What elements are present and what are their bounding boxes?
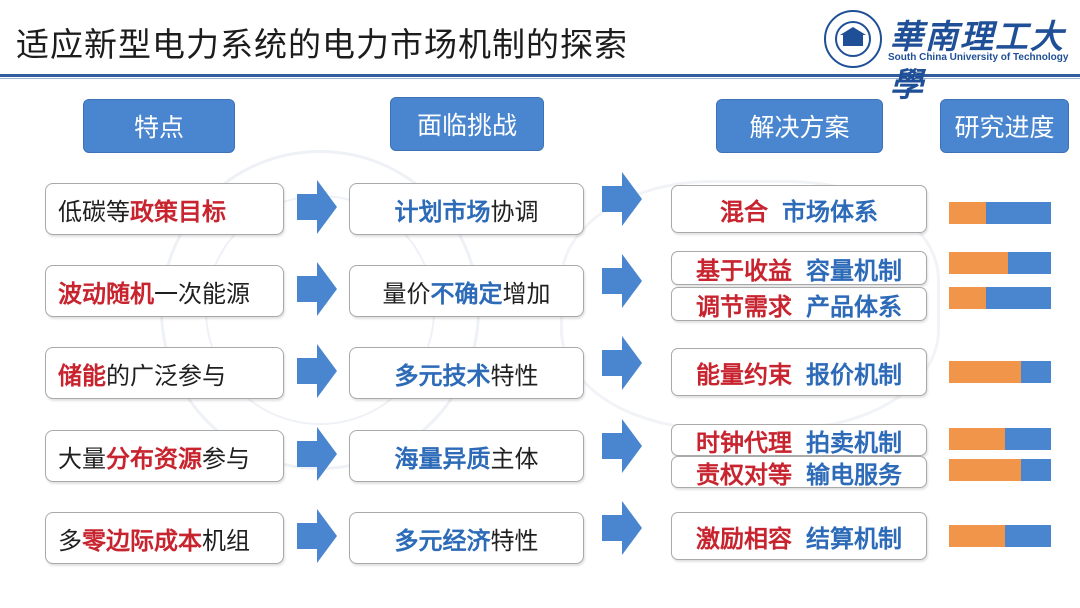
right-arrow-icon <box>602 336 642 390</box>
challenge-box: 海量异质主体 <box>349 430 584 482</box>
challenge-box: 计划市场协调 <box>349 183 584 235</box>
right-arrow-icon <box>602 419 642 473</box>
challenge-highlight: 海量异质 <box>394 444 491 473</box>
right-arrow-icon <box>297 180 337 234</box>
challenge-text: 主体 <box>490 444 539 473</box>
challenge-box: 多元经济特性 <box>349 512 584 564</box>
solution-red-text: 时钟代理 <box>696 428 792 457</box>
solution-red-text: 能量约束 <box>696 360 792 389</box>
progress-bar <box>949 361 1051 383</box>
right-arrow-icon <box>297 262 337 316</box>
solution-box: 基于收益容量机制 <box>671 251 927 285</box>
progress-bar <box>949 459 1051 481</box>
right-arrow-icon <box>297 509 337 563</box>
challenge-text: 量价 <box>382 279 431 308</box>
solution-blue-text: 输电服务 <box>806 460 902 489</box>
university-name-en: South China University of Technology <box>888 52 1069 63</box>
feature-box: 大量分布资源参与 <box>45 430 284 482</box>
slide-title: 适应新型电力系统的电力市场机制的探索 <box>16 25 628 64</box>
challenge-text: 协调 <box>490 197 539 226</box>
challenge-highlight: 不确定 <box>430 279 503 308</box>
column-header-progress: 研究进度 <box>940 99 1069 153</box>
solution-blue-text: 报价机制 <box>806 360 902 389</box>
solution-blue-text: 市场体系 <box>782 197 878 226</box>
solution-box: 混合市场体系 <box>671 185 927 233</box>
solution-blue-text: 产品体系 <box>806 292 902 321</box>
solution-blue-text: 容量机制 <box>806 256 902 285</box>
feature-box: 波动随机一次能源 <box>45 265 284 317</box>
feature-highlight: 政策目标 <box>130 197 226 226</box>
progress-fill <box>949 459 1022 481</box>
feature-text: 参与 <box>202 444 250 473</box>
progress-fill <box>949 287 986 309</box>
progress-bar <box>949 252 1051 274</box>
challenge-box: 量价不确定增加 <box>349 265 584 317</box>
challenge-text: 特性 <box>490 361 539 390</box>
feature-highlight: 储能 <box>58 361 106 390</box>
feature-text: 多 <box>58 526 82 555</box>
progress-bar <box>949 428 1051 450</box>
challenge-highlight: 计划市场 <box>394 197 491 226</box>
solution-red-text: 调节需求 <box>696 292 792 321</box>
right-arrow-icon <box>297 427 337 481</box>
title-rule <box>0 74 1080 77</box>
solution-box: 时钟代理拍卖机制 <box>671 424 927 457</box>
progress-bar <box>949 202 1051 224</box>
progress-fill <box>949 202 986 224</box>
right-arrow-icon <box>602 254 642 308</box>
emblem-roof <box>840 27 866 35</box>
progress-fill <box>949 252 1009 274</box>
feature-text: 的广泛参与 <box>106 361 226 390</box>
progress-fill <box>949 361 1022 383</box>
university-name-cn: 華南理工大學 <box>890 17 1065 104</box>
solution-blue-text: 拍卖机制 <box>806 428 902 457</box>
progress-bar <box>949 287 1051 309</box>
solution-box: 责权对等输电服务 <box>671 456 927 489</box>
solution-red-text: 基于收益 <box>696 256 792 285</box>
emblem-building <box>843 34 863 46</box>
challenge-text: 增加 <box>502 279 551 308</box>
title-rule-thin <box>0 78 1080 79</box>
feature-text: 机组 <box>202 526 250 555</box>
feature-highlight: 分布资源 <box>106 444 202 473</box>
feature-highlight: 零边际成本 <box>82 526 202 555</box>
solution-blue-text: 结算机制 <box>806 524 902 553</box>
feature-box: 低碳等政策目标 <box>45 183 284 235</box>
column-header-solutions: 解决方案 <box>716 99 883 153</box>
university-emblem-icon <box>824 10 882 68</box>
solution-box: 调节需求产品体系 <box>671 287 927 321</box>
challenge-box: 多元技术特性 <box>349 347 584 399</box>
feature-box: 多零边际成本机组 <box>45 512 284 564</box>
column-header-features: 特点 <box>83 99 235 153</box>
challenge-text: 特性 <box>490 526 539 555</box>
challenge-highlight: 多元技术 <box>394 361 491 390</box>
solution-box: 激励相容结算机制 <box>671 512 927 560</box>
column-header-challenges: 面临挑战 <box>390 97 544 151</box>
solution-red-text: 激励相容 <box>696 524 792 553</box>
feature-text: 大量 <box>58 444 106 473</box>
right-arrow-icon <box>297 344 337 398</box>
emblem-inner-ring <box>835 21 871 57</box>
feature-text: 低碳等 <box>58 197 130 226</box>
right-arrow-icon <box>602 501 642 555</box>
feature-box: 储能的广泛参与 <box>45 347 284 399</box>
progress-fill <box>949 525 1006 547</box>
progress-bar <box>949 525 1051 547</box>
solution-red-text: 混合 <box>720 197 768 226</box>
solution-red-text: 责权对等 <box>696 460 792 489</box>
feature-text: 一次能源 <box>154 279 250 308</box>
progress-fill <box>949 428 1006 450</box>
solution-box: 能量约束报价机制 <box>671 348 927 396</box>
right-arrow-icon <box>602 172 642 226</box>
challenge-highlight: 多元经济 <box>394 526 491 555</box>
feature-highlight: 波动随机 <box>58 279 154 308</box>
